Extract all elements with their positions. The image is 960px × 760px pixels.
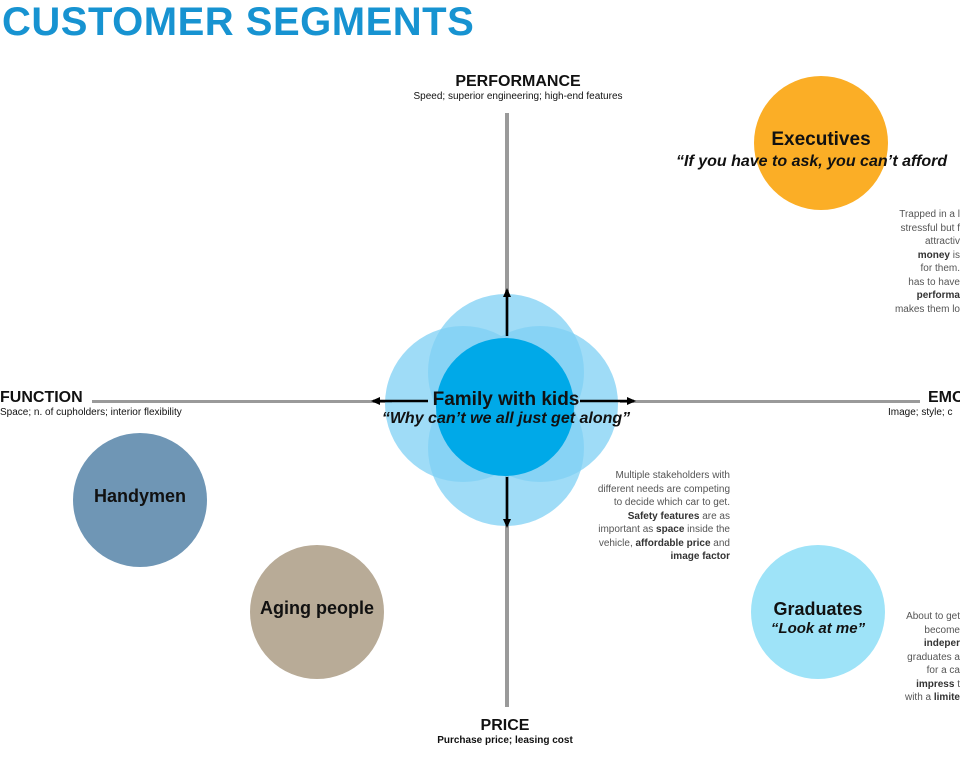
executives-note: Trapped in a l stressful but f attractiv mo… — [880, 208, 960, 316]
note-text: graduates a — [907, 651, 960, 663]
note-line: different needs are competing — [560, 483, 730, 497]
note-emphasis: money — [917, 249, 950, 261]
graduates-quote: “Look at me” — [770, 620, 866, 637]
graduates-circle — [751, 545, 885, 679]
note-line: performa — [880, 289, 960, 303]
note-text: vehicle, — [598, 537, 636, 549]
note-emphasis: performa — [916, 290, 960, 301]
axis-right: EMO Image; style; c — [888, 389, 960, 418]
axis-left: FUNCTION Space; n. of cupholders; interi… — [0, 389, 182, 418]
handymen-name: Handymen — [93, 486, 187, 506]
center-segment-name: Family with kids — [432, 389, 580, 410]
aging-name: Aging people — [260, 598, 374, 618]
note-line: money is — [880, 249, 960, 263]
axis-bottom-label: PRICE — [480, 717, 530, 734]
executives-circle — [754, 76, 888, 210]
note-line: with a limite — [890, 691, 960, 705]
note-text: makes them lo — [894, 303, 960, 315]
note-emphasis: indeper — [923, 638, 960, 649]
note-line: vehicle, affordable price and — [560, 537, 730, 551]
axis-bottom-sub: Purchase price; leasing cost — [437, 735, 573, 746]
note-line: stressful but f — [880, 222, 960, 236]
note-line: Multiple stakeholders with — [560, 469, 731, 483]
note-text: are as — [699, 510, 730, 522]
note-line: About to get — [890, 610, 960, 624]
note-text: for a ca — [926, 665, 960, 676]
note-text: About to get — [906, 611, 960, 622]
executives-quote: “If you have to ask, you can’t afford — [676, 153, 948, 170]
note-text: important as — [598, 524, 657, 535]
axis-bottom: PRICE Purchase price; leasing cost — [407, 717, 603, 746]
note-line: Safety features are as — [560, 510, 730, 524]
axis-right-label: EMO — [928, 389, 960, 406]
note-emphasis: impress — [916, 678, 955, 690]
graduates-name: Graduates — [773, 599, 863, 619]
aging-circle — [250, 545, 384, 679]
horizontal-axis-left-line — [92, 400, 392, 403]
note-text: is — [950, 249, 960, 261]
center-segment-note: Multiple stakeholders with different need… — [560, 469, 730, 564]
note-line: for a ca — [890, 664, 960, 678]
horizontal-axis-right-line — [620, 400, 920, 403]
center-segment-quote: “Why can’t we all just get along” — [381, 410, 631, 427]
center-core-circle — [436, 338, 574, 476]
axis-left-label: FUNCTION — [0, 389, 83, 406]
executives-name: Executives — [771, 129, 871, 150]
note-text: become — [924, 624, 960, 636]
note-line: graduates a — [890, 651, 960, 665]
note-line: has to have — [880, 276, 960, 290]
note-line: become — [890, 624, 960, 638]
note-text: Trapped in a l — [899, 209, 960, 220]
note-line: Trapped in a l — [880, 208, 960, 222]
note-text: Multiple stakeholders with — [615, 470, 731, 481]
note-line: indeper — [890, 637, 960, 651]
note-text: for them. — [920, 263, 960, 274]
axis-left-sub: Space; n. of cupholders; interior flexib… — [0, 407, 182, 418]
note-line: to decide which car to get. — [560, 496, 730, 510]
note-text: has to have — [908, 276, 960, 288]
note-text: different needs are competing — [597, 483, 730, 495]
note-text: with a — [904, 692, 934, 703]
graduates-label: Graduates “Look at me” — [741, 599, 895, 637]
axis-top: PERFORMANCE Speed; superior engineering;… — [400, 73, 636, 102]
graduates-note: About to get become indeper graduates a for … — [890, 610, 960, 705]
note-text: and — [710, 537, 730, 549]
note-line: impress t — [890, 678, 960, 692]
center-segment: Family with kids “Why can’t we all just … — [366, 389, 646, 428]
axis-right-sub: Image; style; c — [888, 407, 953, 418]
page-title: CUSTOMER SEGMENTS — [2, 0, 475, 44]
note-line: makes them lo — [880, 303, 960, 317]
note-text: t — [954, 678, 960, 690]
note-line: image factor — [560, 550, 730, 564]
axis-top-sub: Speed; superior engineering; high-end fe… — [413, 91, 623, 102]
note-line: important as space inside the — [560, 523, 730, 537]
note-emphasis: Safety features — [627, 510, 700, 522]
handymen-circle — [73, 433, 207, 567]
note-text: attractiv — [924, 236, 960, 247]
note-text: inside the — [684, 524, 730, 535]
note-emphasis: affordable price — [635, 537, 711, 549]
note-emphasis: space — [656, 524, 685, 535]
note-text: stressful but f — [900, 222, 960, 234]
note-text: to decide which car to get. — [613, 497, 730, 508]
note-line: attractiv — [880, 235, 960, 249]
axis-top-label: PERFORMANCE — [455, 73, 581, 90]
note-line: for them. — [880, 262, 960, 276]
note-emphasis: limite — [933, 692, 960, 703]
note-emphasis: image factor — [670, 551, 730, 562]
